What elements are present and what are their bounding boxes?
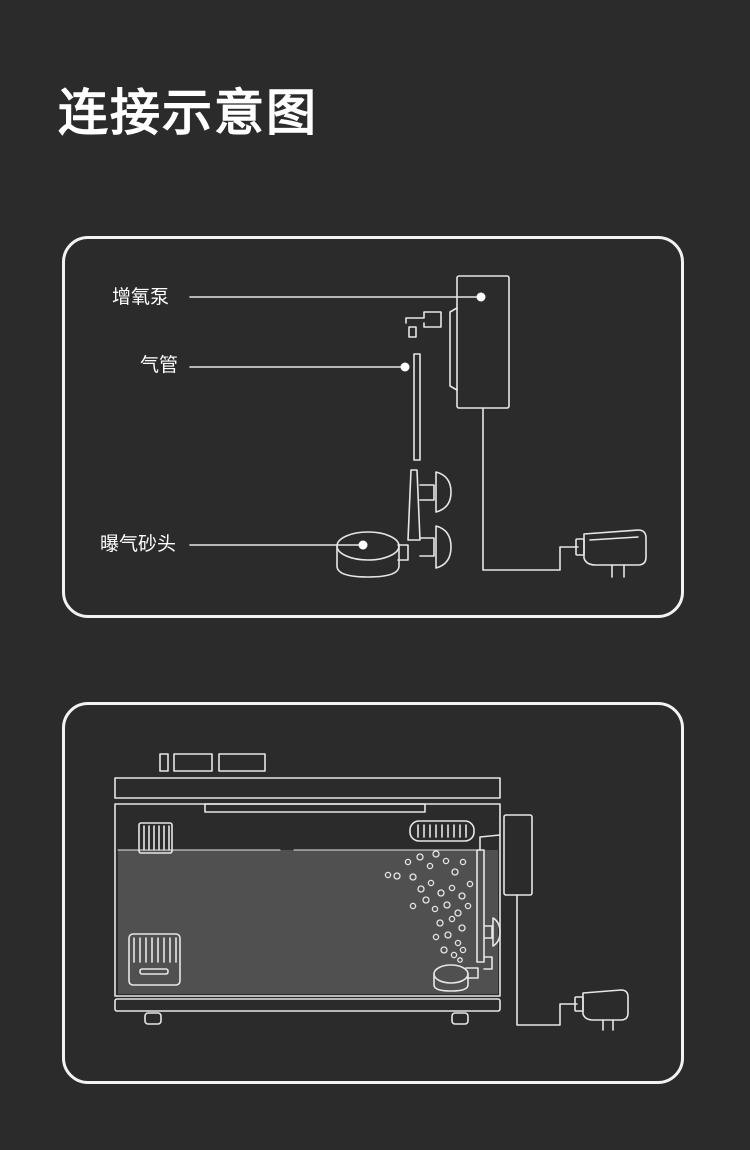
label-pump: 增氧泵 bbox=[112, 286, 170, 308]
page-title: 连接示意图 bbox=[58, 84, 318, 142]
label-air-stone: 曝气砂头 bbox=[100, 533, 177, 555]
air-tube bbox=[405, 311, 442, 461]
connection-diagram-panel bbox=[62, 236, 684, 618]
check-valve bbox=[407, 469, 452, 541]
label-tube: 气管 bbox=[140, 354, 179, 376]
aquarium-installation-panel bbox=[62, 702, 684, 1084]
air-stone-icon bbox=[336, 531, 409, 578]
bubbles bbox=[384, 850, 474, 963]
leader-lines bbox=[189, 296, 481, 546]
leader-dots bbox=[358, 292, 486, 550]
pump-cable bbox=[482, 407, 579, 571]
power-adapter-icon bbox=[575, 529, 647, 578]
aquarium-illustration bbox=[114, 753, 629, 1031]
suction-cup bbox=[419, 525, 452, 569]
